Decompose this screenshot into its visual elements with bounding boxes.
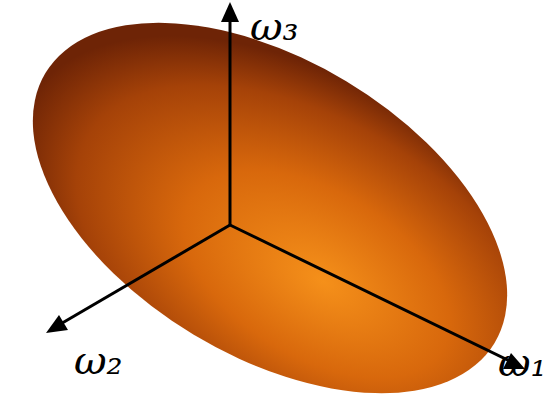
axis-3 [229, 14, 232, 225]
arrowhead [46, 315, 68, 333]
axis-label: ω₃ [250, 6, 299, 46]
axis-label: ω₂ [74, 340, 123, 380]
axis-label: ω₁ [498, 342, 547, 382]
axis-2 [52, 225, 230, 329]
arrowhead [221, 2, 239, 22]
axis-1 [230, 225, 518, 365]
